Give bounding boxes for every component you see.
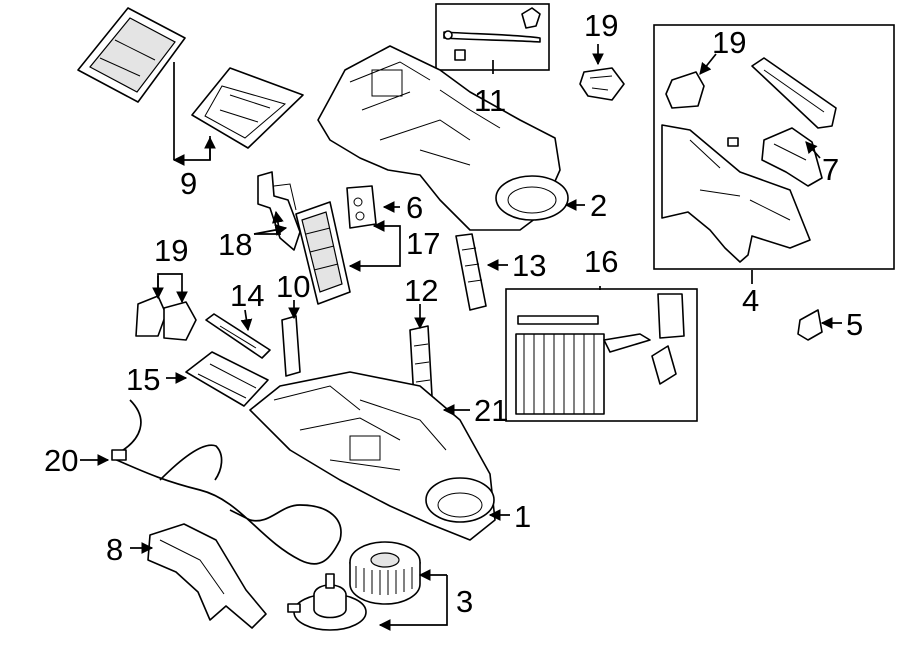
callout-20[interactable]: 20 [44,443,78,478]
callout-15[interactable]: 15 [126,362,160,397]
heater-core-part[interactable] [295,201,351,305]
heater-tubes-part[interactable] [257,171,301,251]
callout-6[interactable]: 6 [406,190,423,225]
callout-19-left[interactable]: 19 [154,233,188,268]
callout-3[interactable]: 3 [456,584,473,619]
callout-16[interactable]: 16 [584,244,618,279]
callout-17[interactable]: 17 [406,226,440,261]
actuator-in-box-part[interactable] [665,71,705,109]
leader-lines [80,44,842,631]
actuator-left-b-part[interactable] [163,301,197,341]
callout-12[interactable]: 12 [404,273,438,308]
filter-housing-part[interactable] [191,67,304,149]
blend-door-part[interactable] [185,351,269,407]
callout-19-box[interactable]: 19 [712,25,746,60]
door-link-part[interactable] [443,7,541,61]
part-16-box [505,288,698,422]
actuator-top-part[interactable] [579,67,625,101]
evaporator-part[interactable] [515,293,685,415]
wiring-harness-part[interactable] [111,399,342,565]
callout-19-top[interactable]: 19 [584,8,618,43]
callout-21[interactable]: 21 [474,393,508,428]
floor-duct-part[interactable] [147,523,267,629]
duct-tube-part[interactable] [751,57,837,129]
blower-motor-part[interactable] [287,573,367,631]
upper-housing-part[interactable] [317,45,569,231]
callout-8[interactable]: 8 [106,532,123,567]
callout-1[interactable]: 1 [514,499,531,534]
filter-door-part[interactable] [455,233,487,311]
bracket-part[interactable] [797,309,823,341]
filter-cover-part[interactable] [77,7,186,103]
part-4-box [653,24,895,270]
seal-part[interactable] [346,185,377,229]
callout-13[interactable]: 13 [512,248,546,283]
seal-strip-part[interactable] [281,315,301,377]
callout-5[interactable]: 5 [846,307,863,342]
callout-18[interactable]: 18 [218,227,252,262]
temp-door-part[interactable] [205,313,271,359]
defrost-duct-part[interactable] [661,124,811,263]
callout-9[interactable]: 9 [180,166,197,201]
callout-10[interactable]: 10 [276,269,310,304]
outlet-duct-part[interactable] [761,127,823,187]
callout-14[interactable]: 14 [230,278,264,313]
lower-housing-part[interactable] [249,371,496,541]
blower-wheel-part[interactable] [349,541,421,605]
callout-2[interactable]: 2 [590,188,607,223]
callout-11[interactable]: 11 [474,83,506,118]
actuator-left-a-part[interactable] [135,295,167,337]
callout-numbers: 1 2 3 4 5 6 7 8 9 10 11 12 13 14 15 16 1… [44,8,863,619]
callout-7[interactable]: 7 [822,152,839,187]
callout-4[interactable]: 4 [742,283,759,318]
